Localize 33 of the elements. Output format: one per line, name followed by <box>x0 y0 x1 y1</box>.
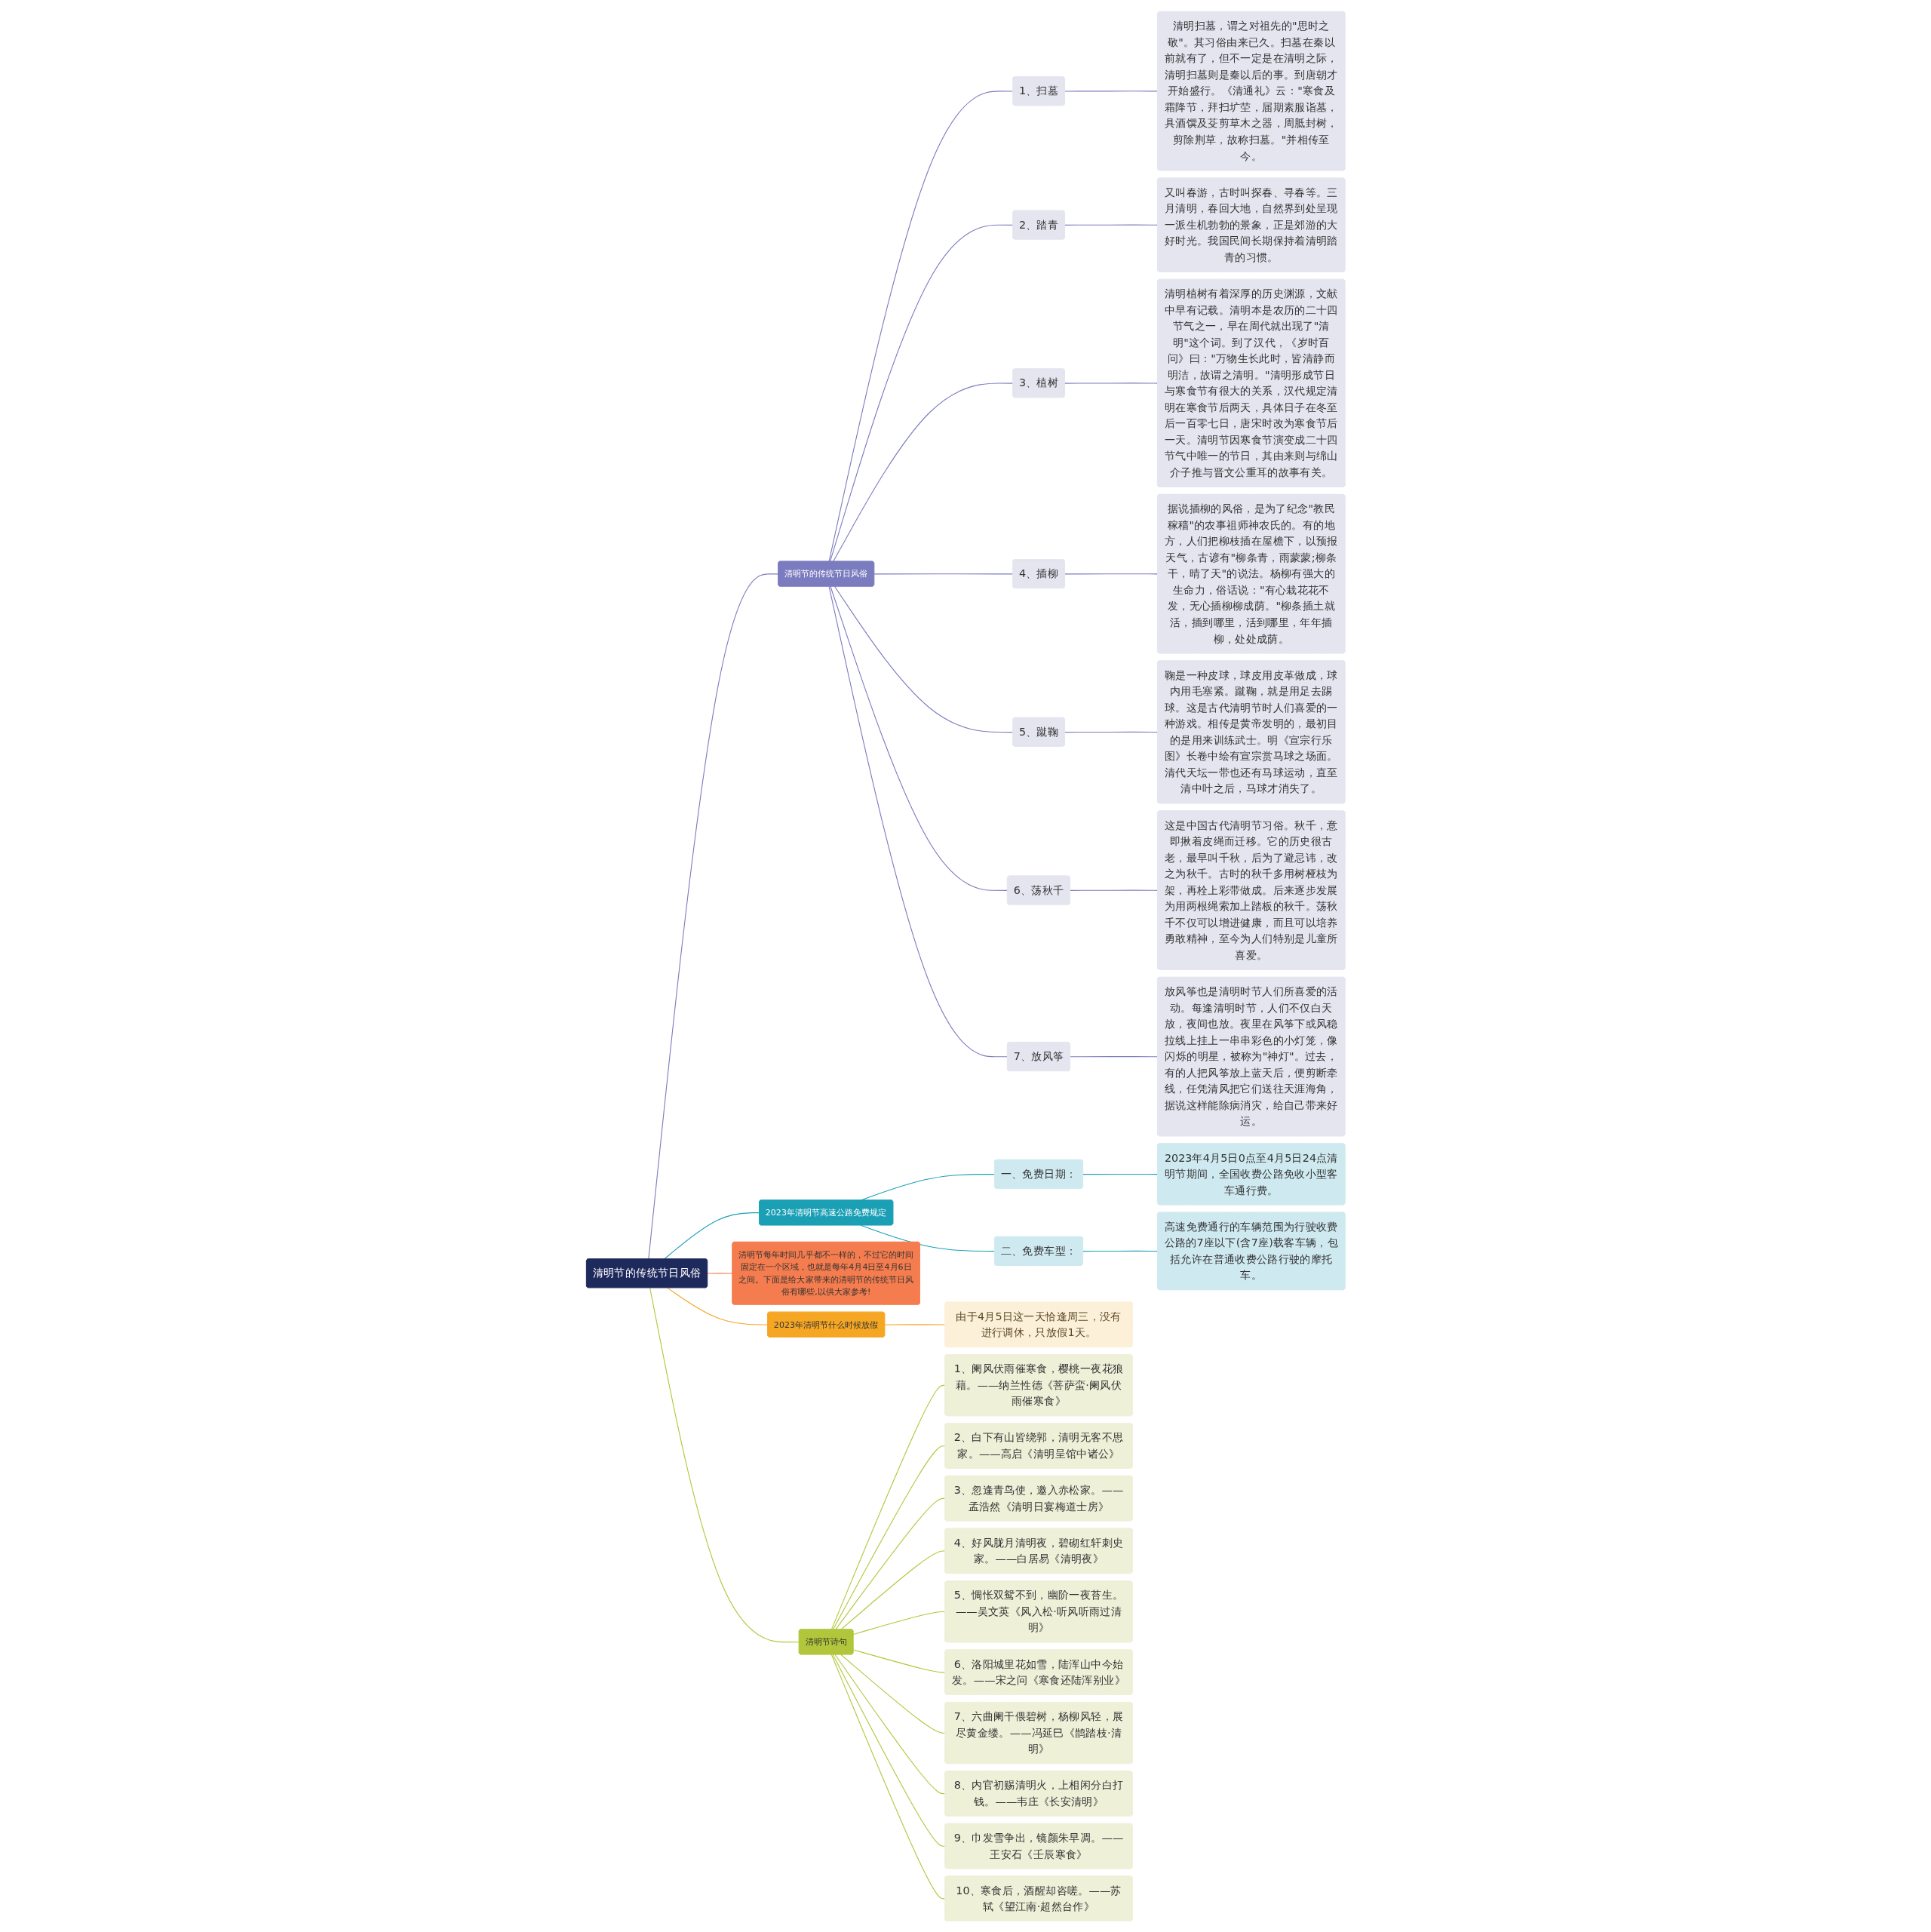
connector <box>840 1550 946 1630</box>
connector <box>852 1611 946 1635</box>
connector <box>852 1648 946 1672</box>
connector <box>1082 1173 1159 1175</box>
connector <box>830 1384 946 1630</box>
connector <box>1070 1055 1159 1057</box>
connector <box>830 585 1008 891</box>
connector <box>663 1212 760 1260</box>
connector <box>832 382 1014 562</box>
connector <box>1064 573 1159 574</box>
connector <box>647 573 779 1260</box>
connector <box>649 1287 800 1642</box>
connector <box>840 1654 946 1734</box>
connector <box>707 1272 733 1274</box>
connector <box>832 1654 946 1847</box>
connector <box>860 1224 995 1252</box>
connector <box>1082 1250 1159 1252</box>
connector <box>1064 224 1159 226</box>
connector <box>1064 731 1159 733</box>
connector <box>873 573 1014 574</box>
connector <box>832 1445 946 1630</box>
connector <box>834 1497 946 1630</box>
connector <box>829 224 1014 562</box>
connector <box>833 585 1014 733</box>
connector <box>884 1323 946 1325</box>
connector <box>828 585 1008 1057</box>
connector <box>1070 889 1159 891</box>
connector <box>834 1654 946 1794</box>
connector <box>828 90 1014 562</box>
connector <box>1064 382 1159 384</box>
connector <box>830 1654 946 1900</box>
connector <box>1064 90 1159 92</box>
connector <box>667 1287 769 1325</box>
